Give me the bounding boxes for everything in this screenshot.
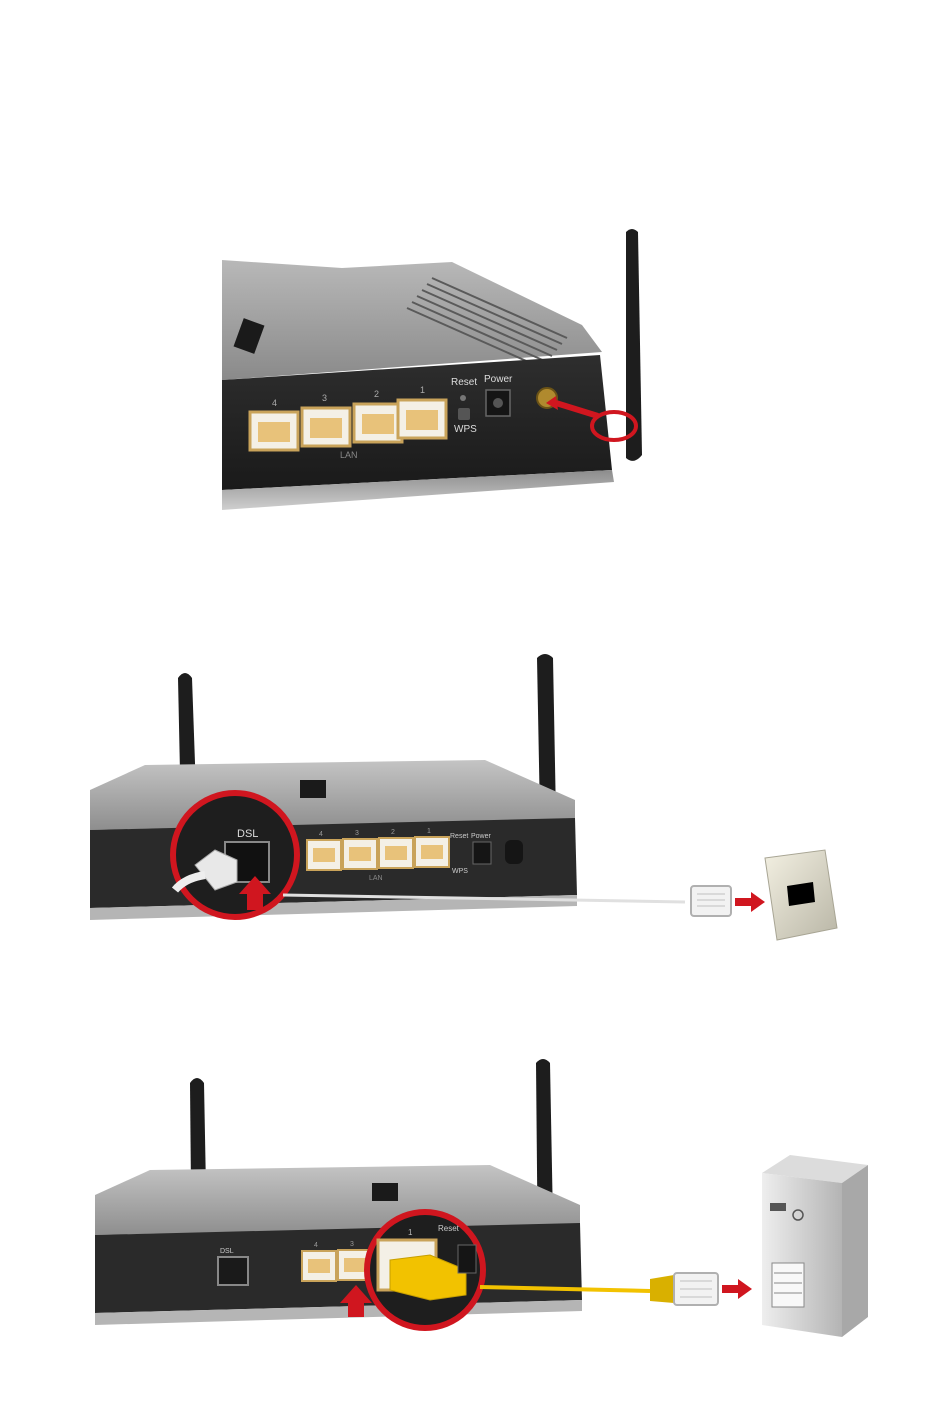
dsl-label: DSL [220,1248,234,1255]
wps-label: WPS [452,868,468,875]
wall-socket-icon [765,850,837,940]
red-arrow-right-icon [722,1279,752,1299]
rj45-plug-icon [650,1273,718,1305]
lan-connection-illustration: DSL 4 3 1 Reset [90,1055,880,1345]
lan-label: LAN [369,875,383,882]
dsl-label: DSL [237,828,258,840]
router-logo [300,780,326,798]
lan-label: LAN [340,450,358,460]
dsl-highlight: DSL [173,793,297,917]
dsl-port [218,1257,248,1285]
port-label-1: 1 [408,1228,413,1237]
port-label-4: 4 [272,398,277,408]
power-label: Power [471,833,492,840]
port-label-4: 4 [319,831,323,838]
port-label-3: 3 [350,1241,354,1248]
lan-ports [302,1250,372,1281]
reset-button [460,395,466,401]
port-label-4: 4 [314,1242,318,1249]
pc-tower-icon [762,1155,868,1337]
lan-connection-figure: DSL 4 3 1 Reset [90,1055,880,1345]
antenna-connection-figure: 4 3 2 1 LAN Reset WPS Power [222,220,652,530]
router-top-shell [95,1165,580,1235]
router-top-shell [90,760,575,830]
rj11-plug-icon [691,886,731,916]
dsl-connection-figure: 4 3 2 1 LAN Reset WPS Power DSL [85,650,855,950]
port-label-1: 1 [427,828,431,835]
wps-button [458,408,470,420]
power-jack [473,842,491,864]
port-label-3: 3 [322,393,327,403]
port-label-2: 2 [374,389,379,399]
antenna-connection-illustration: 4 3 2 1 LAN Reset WPS Power [222,220,652,530]
port-label-3: 3 [355,830,359,837]
reset-label: Reset [438,1224,460,1233]
power-label: Power [484,374,513,385]
lan-ports [307,837,449,870]
wps-label: WPS [454,424,477,435]
reset-label: Reset [450,833,468,840]
dsl-connection-illustration: 4 3 2 1 LAN Reset WPS Power DSL [85,650,855,950]
reset-label: Reset [451,377,477,388]
port-label-1: 1 [420,385,425,395]
lan-highlight: 1 Reset [367,1212,483,1328]
antenna-connector [505,840,523,864]
router-logo [372,1183,398,1201]
port-label-2: 2 [391,829,395,836]
red-arrow-right-icon [735,892,765,912]
